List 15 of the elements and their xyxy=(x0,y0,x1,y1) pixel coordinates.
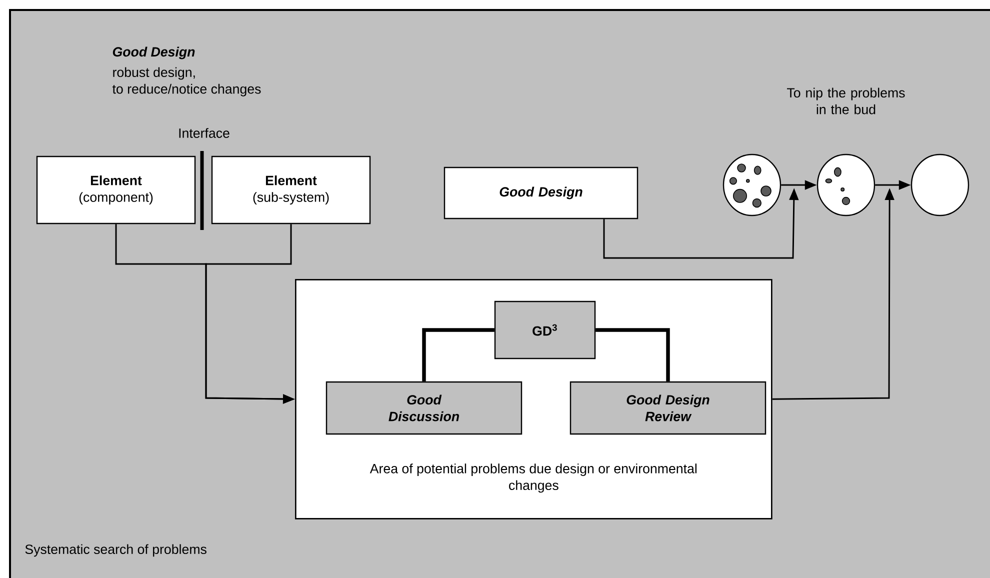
label-heading: Good Design xyxy=(112,46,195,60)
connector-line xyxy=(596,328,670,382)
process-box: Good Discussion xyxy=(326,381,522,435)
element-box: Element (component) xyxy=(36,156,196,224)
annotation-text: robust design, to reduce/notice changes xyxy=(112,67,261,96)
empty-circle xyxy=(910,154,970,216)
particle-circle xyxy=(722,154,782,216)
annotation-text: To nip the problems in the bud xyxy=(787,88,905,114)
interface-label: Interface xyxy=(179,128,230,138)
process-box: Good Design xyxy=(444,166,638,220)
particle-circle xyxy=(816,154,876,216)
element-box: Element (sub-system) xyxy=(211,156,371,224)
process-box: GD$^{3}$ xyxy=(494,300,596,360)
process-box: Good Design Review xyxy=(570,381,766,435)
connector-line xyxy=(422,328,494,382)
